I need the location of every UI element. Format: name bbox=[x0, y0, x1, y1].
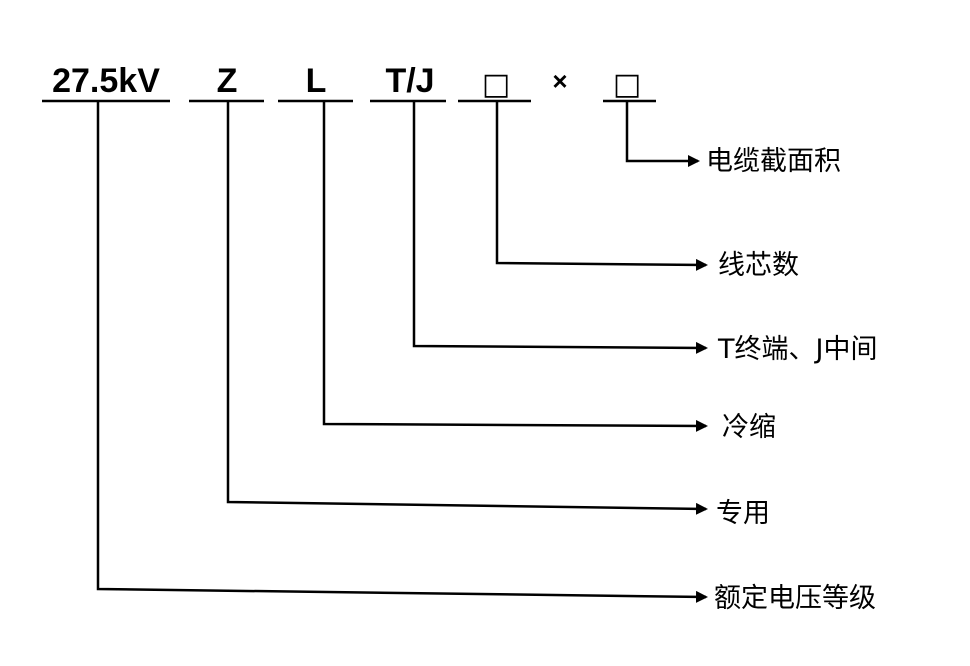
leader-cold-shrink bbox=[322, 101, 708, 432]
leader-type bbox=[412, 101, 708, 354]
label-cold-shrink: 冷缩 bbox=[722, 412, 776, 443]
code-z: Z bbox=[217, 62, 238, 100]
leader-cores bbox=[495, 101, 708, 271]
label-type: T终端、J中间 bbox=[717, 334, 877, 365]
code-l: L bbox=[306, 62, 327, 100]
leader-lines bbox=[96, 101, 708, 603]
code-voltage: 27.5kV bbox=[52, 62, 160, 100]
code-box-section: □ bbox=[613, 67, 641, 102]
leader-dedicated bbox=[226, 101, 708, 515]
label-dedicated: 专用 bbox=[716, 498, 770, 529]
label-cores: 线芯数 bbox=[718, 250, 799, 281]
leader-cross-section bbox=[625, 101, 700, 167]
code-tj: T/J bbox=[385, 62, 434, 100]
label-rated-voltage: 额定电压等级 bbox=[714, 583, 876, 614]
leader-rated-voltage bbox=[96, 101, 708, 603]
label-cross-section: 电缆截面积 bbox=[706, 146, 841, 177]
code-box-cores: □ bbox=[482, 67, 510, 102]
code-times: × bbox=[552, 66, 567, 96]
